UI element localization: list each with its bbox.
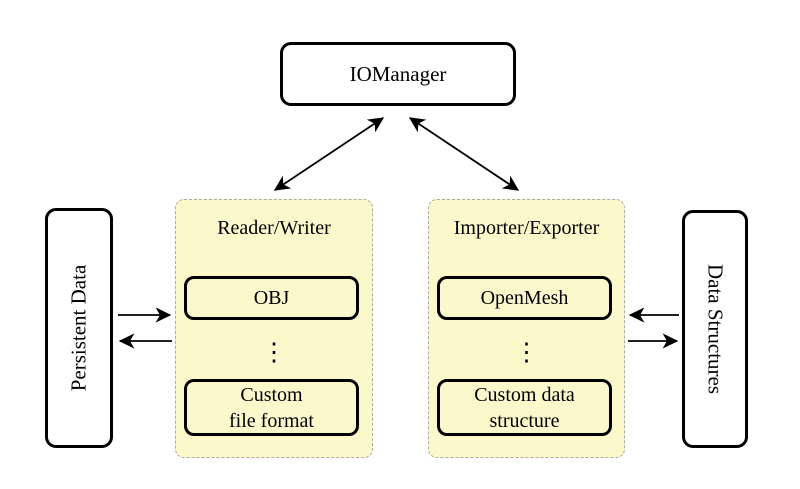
node-custom-data-structure-line1: Custom data [474,383,575,406]
node-custom-data-structure-line2: structure [489,409,560,432]
panel-importer-exporter-title: Importer/Exporter [453,217,600,239]
node-custom-data-structure: Custom data structure [437,379,612,436]
iomanager-label: IOManager [349,61,447,86]
panel-reader-writer: Reader/Writer OBJ ⋮ Custom file format [175,199,373,458]
node-custom-file-format-line2: file format [229,409,314,432]
node-iomanager: IOManager [280,42,516,106]
ellipsis-reader-writer: ⋮ [261,339,287,366]
node-custom-file-format: Custom file format [184,379,359,436]
node-openmesh-label: OpenMesh [480,287,569,309]
panel-reader-writer-title: Reader/Writer [217,217,331,239]
node-persistent-data: Persistent Data [45,208,113,448]
ellipsis-importer-exporter: ⋮ [514,339,539,366]
node-obj: OBJ [184,276,359,320]
arrow-iomanager-importerexporter [408,117,520,191]
node-data-structures: Data Structures [682,210,748,448]
node-custom-file-format-line1: Custom [240,383,303,406]
panel-importer-exporter: Importer/Exporter OpenMesh ⋮ Custom data… [428,199,625,458]
persistent-data-label: Persistent Data [66,264,91,392]
data-structures-label: Data Structures [703,263,728,395]
arrow-iomanager-readerwriter [273,117,385,191]
node-openmesh: OpenMesh [437,276,612,320]
node-obj-label: OBJ [253,287,290,309]
